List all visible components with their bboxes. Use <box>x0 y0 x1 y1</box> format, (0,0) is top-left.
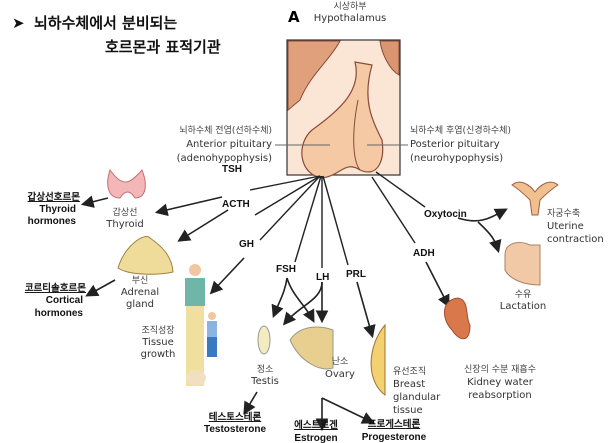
hypothalamus-en: Hypothalamus <box>314 13 387 24</box>
hormone-adh: ADH <box>413 248 435 259</box>
person-figure-icon <box>185 264 217 386</box>
cortical-hormones-ko: 코르티솔호르몬 <box>25 282 86 294</box>
cortical-hormones-en-2: hormones <box>35 308 84 319</box>
pituitary-illustration <box>286 39 401 179</box>
panel-label: A <box>288 8 300 26</box>
progesterone-ko: 프로게스테론 <box>368 418 421 430</box>
thyroid-en: Thyroid <box>105 219 144 230</box>
testosterone-en: Testosterone <box>204 424 266 435</box>
hormone-arrows <box>80 171 508 432</box>
posterior-en-2: (neurohypophysis) <box>410 153 503 164</box>
uterus-icon <box>511 181 559 216</box>
tissue-ko: 조직성장 <box>141 325 174 336</box>
adrenal-icon <box>117 236 174 275</box>
title-line-1-text: 뇌하수체에서 분비되는 <box>34 14 177 32</box>
kidney-en: Kidney water <box>467 377 534 388</box>
thyroid-icon <box>107 168 146 199</box>
posterior-ko: 뇌하수체 후엽(신경하수체) <box>410 124 511 136</box>
thyroid-hormones-ko: 갑상선호르몬 <box>28 191 81 203</box>
hormone-acth: ACTH <box>222 199 250 210</box>
breast-icon <box>370 323 386 397</box>
lactation-en: Lactation <box>500 301 546 312</box>
lactation-ko: 수유 <box>515 289 532 300</box>
breast-en-2: glandular <box>393 392 441 403</box>
anterior-en: Anterior pituitary <box>186 139 272 150</box>
hormone-tsh: TSH <box>222 164 242 175</box>
anterior-en-2: (adenohypophysis) <box>177 153 273 164</box>
adrenal-ko: 부신 <box>132 275 149 286</box>
kidney-en-2: reabsorption <box>468 390 531 401</box>
breast-ko: 유선조직 <box>393 366 426 377</box>
kidney-ko: 신장의 수분 재흡수 <box>464 363 536 375</box>
estrogen-en: Estrogen <box>294 433 337 443</box>
ovary-en: Ovary <box>325 369 355 380</box>
ovary-ko: 난소 <box>332 356 349 367</box>
uterus-ko: 자궁수축 <box>547 208 580 219</box>
thyroid-hormones-en-2: hormones <box>28 216 77 227</box>
testosterone-ko: 테스토스테론 <box>209 411 262 423</box>
hormone-fsh: FSH <box>276 264 296 275</box>
testis-ko: 정소 <box>257 364 274 375</box>
hormone-gh: GH <box>239 239 254 250</box>
hormone-lh: LH <box>316 272 329 283</box>
estrogen-ko: 에스트로겐 <box>294 419 338 431</box>
kidney-icon <box>444 297 471 340</box>
adrenal-en: Adrenal <box>121 287 159 298</box>
hormone-prl: PRL <box>346 269 366 280</box>
hypothalamus-ko: 시상하부 <box>333 1 366 12</box>
ovary-icon <box>289 326 334 370</box>
thyroid-ko: 갑상선 <box>113 206 138 218</box>
thyroid-hormones-en: Thyroid <box>39 204 76 215</box>
tissue-en: Tissue <box>141 337 174 348</box>
uterus-en-2: contraction <box>547 234 604 245</box>
tissue-en-2: growth <box>141 349 176 360</box>
title-line-1: ➤ <box>12 14 25 32</box>
adrenal-en-2: gland <box>126 299 154 310</box>
cortical-hormones-en: Cortical <box>46 295 83 306</box>
testis-en: Testis <box>250 376 279 387</box>
hormone-oxytocin: Oxytocin <box>424 209 467 220</box>
title-line-2: 호르몬과 표적기관 <box>105 38 221 56</box>
uterus-en: Uterine <box>547 221 584 232</box>
progesterone-en: Progesterone <box>362 432 427 443</box>
anterior-ko: 뇌하수체 전엽(선하수체) <box>179 125 272 136</box>
posterior-en: Posterior pituitary <box>410 139 500 150</box>
testis-icon <box>257 325 271 355</box>
breast-en-3: tissue <box>393 405 423 416</box>
nursing-icon <box>504 242 541 286</box>
breast-en: Breast <box>393 379 425 390</box>
